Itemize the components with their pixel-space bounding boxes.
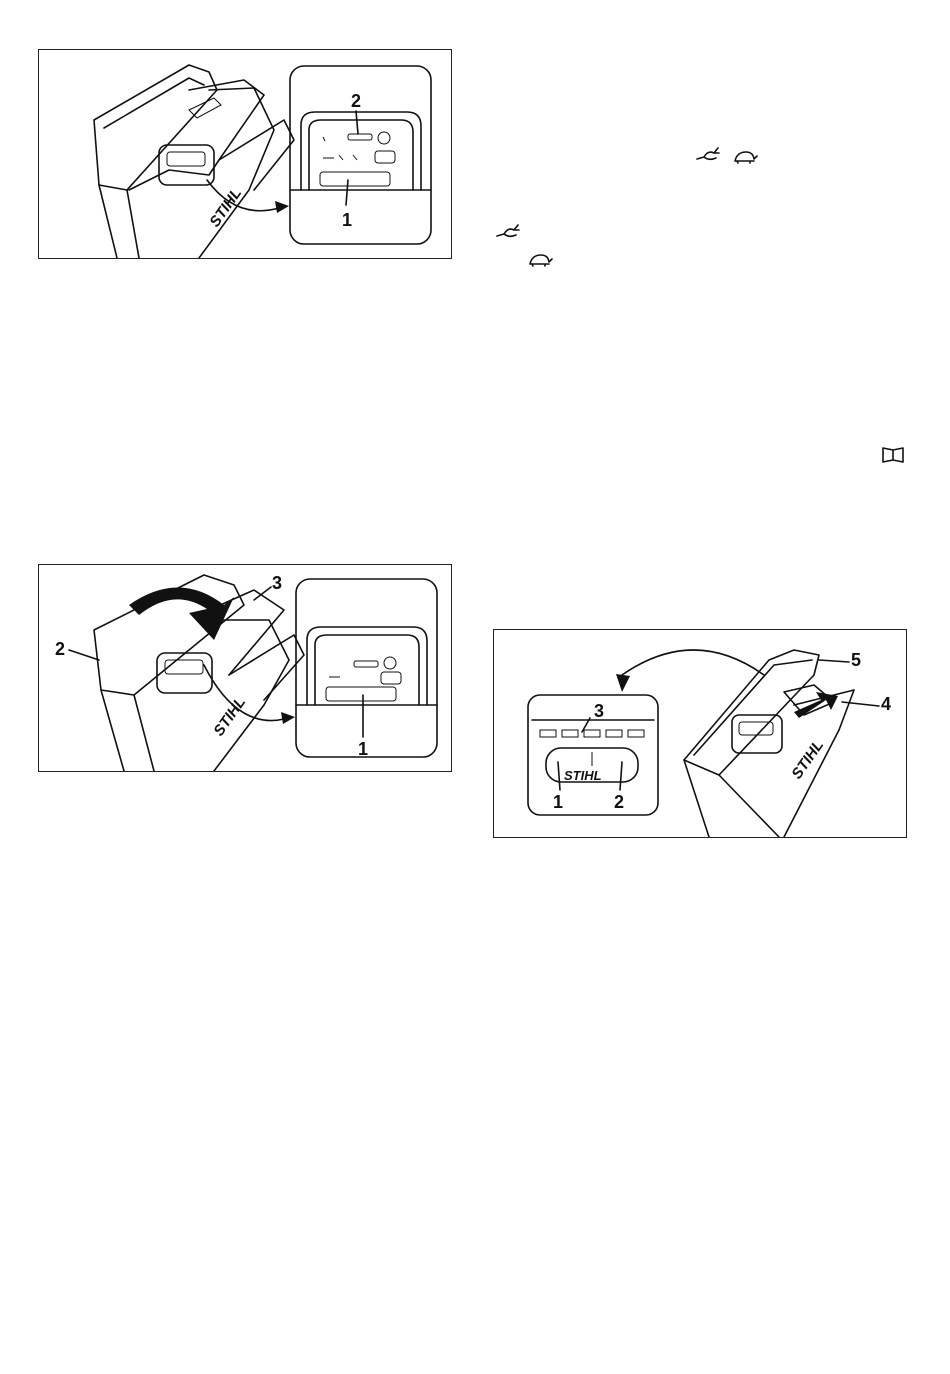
leader-line [204,665,284,721]
inset-panel: STIHL 3 1 2 [528,695,658,815]
figure-2-illustration: STIHL 3 2 1 [39,565,451,771]
callout-1: 1 [358,739,368,759]
callout-3: 3 [272,573,282,593]
panel-logo: STIHL [564,768,602,783]
rabbit-icon [694,145,722,163]
callout-5: 5 [851,650,861,670]
turtle-margin-icon [527,250,555,268]
charger-housing: STIHL [684,650,854,837]
inset-panel: 1 [296,579,437,759]
inset-panel: 2 1 [290,66,431,244]
figure-control-panel-overview: STIHL 2 1 [38,49,452,259]
leader-arc [622,650,764,675]
callout-4: 4 [881,694,891,714]
insert-arrow [794,692,838,718]
arrow-head [281,712,295,724]
figure-speed-selector: STIHL 3 1 2 STIHL 5 4 [493,629,907,838]
figure-power-button-cover: STIHL 3 2 1 [38,564,452,772]
arrow-head [275,201,289,213]
callout-1: 1 [553,792,563,812]
arrow-head [616,674,630,692]
figure-3-illustration: STIHL 3 1 2 STIHL 5 4 [494,630,906,837]
turtle-icon [732,147,760,165]
callout-2: 2 [614,792,624,812]
book-icon [881,446,905,464]
close-cover-arrow [129,588,234,641]
rabbit-margin-icon [494,222,522,240]
callout-3: 3 [594,701,604,721]
callout-2: 2 [351,91,361,111]
callout-1: 1 [342,210,352,230]
charger-housing: STIHL [94,65,294,258]
housing-logo: STIHL [788,737,827,782]
figure-1-illustration: STIHL 2 1 [39,50,451,258]
callout-2: 2 [55,639,65,659]
